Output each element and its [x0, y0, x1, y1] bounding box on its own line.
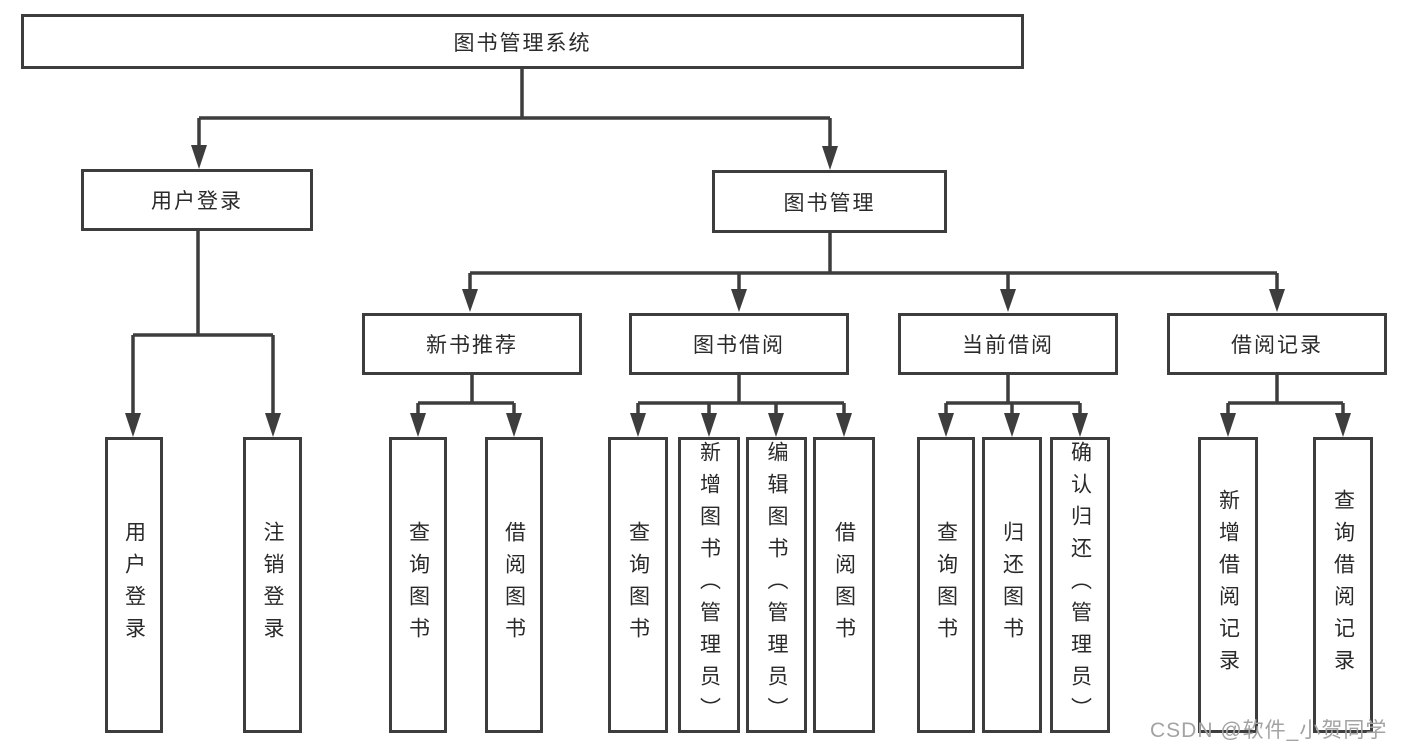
node-book-management: 图书管理 [712, 170, 947, 233]
leaf-borrow-book-2-label: 借阅图书 [832, 521, 856, 649]
node-borrow-records: 借阅记录 [1167, 313, 1387, 375]
leaf-edit-book-admin-label: 编辑图书（管理员） [765, 441, 788, 729]
leaf-query-borrow-record: 查询借阅记录 [1313, 437, 1373, 733]
leaf-user-login: 用户登录 [105, 437, 163, 733]
leaf-query-book-1: 查询图书 [389, 437, 447, 733]
leaf-confirm-return-admin-label: 确认归还（管理员） [1068, 441, 1092, 729]
node-current-borrow: 当前借阅 [898, 313, 1118, 375]
leaf-add-borrow-record-label: 新增借阅记录 [1216, 489, 1240, 681]
leaf-user-login-label: 用户登录 [122, 521, 146, 649]
leaf-add-book-admin: 新增图书（管理员） [678, 437, 740, 733]
csdn-watermark: CSDN @软件_小贺同学 [1150, 719, 1388, 742]
leaf-borrow-book-1: 借阅图书 [485, 437, 543, 733]
node-book-management-label: 图书管理 [783, 191, 876, 215]
leaf-confirm-return-admin: 确认归还（管理员） [1050, 437, 1110, 733]
leaf-return-book-label: 归还图书 [1000, 521, 1024, 649]
leaf-query-book-3-label: 查询图书 [934, 521, 958, 649]
leaf-add-book-admin-label: 新增图书（管理员） [697, 441, 721, 729]
leaf-borrow-book-2: 借阅图书 [813, 437, 875, 733]
leaf-logout-label: 注销登录 [261, 521, 284, 649]
node-book-borrow: 图书借阅 [629, 313, 849, 375]
node-root: 图书管理系统 [21, 14, 1024, 69]
node-user-login: 用户登录 [81, 169, 313, 231]
leaf-query-borrow-record-label: 查询借阅记录 [1331, 489, 1355, 681]
leaf-add-borrow-record: 新增借阅记录 [1198, 437, 1258, 733]
node-user-login-label: 用户登录 [151, 190, 243, 213]
node-new-book-recommend-label: 新书推荐 [426, 334, 518, 357]
arrowhead-icons [125, 145, 1351, 437]
node-borrow-records-label: 借阅记录 [1231, 334, 1323, 357]
node-root-label: 图书管理系统 [453, 31, 592, 55]
node-current-borrow-label: 当前借阅 [962, 334, 1054, 357]
leaf-edit-book-admin: 编辑图书（管理员） [746, 437, 807, 733]
node-new-book-recommend: 新书推荐 [362, 313, 582, 375]
leaf-logout: 注销登录 [243, 437, 302, 733]
leaf-query-book-1-label: 查询图书 [406, 521, 430, 649]
node-book-borrow-label: 图书借阅 [693, 334, 785, 357]
leaf-borrow-book-1-label: 借阅图书 [502, 521, 526, 649]
leaf-query-book-2: 查询图书 [608, 437, 668, 733]
leaf-query-book-3: 查询图书 [917, 437, 975, 733]
leaf-query-book-2-label: 查询图书 [626, 521, 650, 649]
leaf-return-book: 归还图书 [982, 437, 1042, 733]
